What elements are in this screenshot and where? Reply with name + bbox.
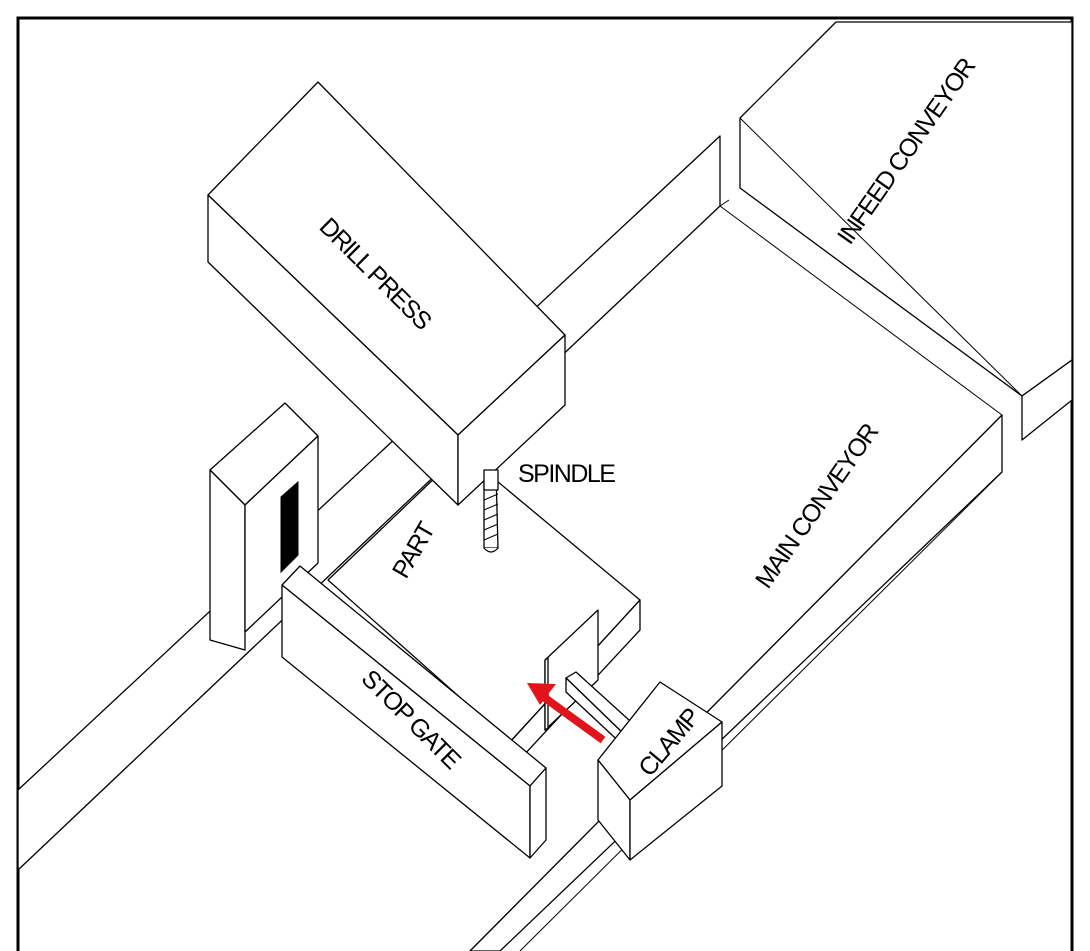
arrow-up-left-icon bbox=[527, 683, 606, 744]
drill-press bbox=[207, 81, 566, 506]
spindle bbox=[483, 469, 499, 553]
sensor-window bbox=[280, 480, 299, 574]
infeed-conveyor bbox=[739, 21, 1073, 441]
clamp-assembly bbox=[544, 609, 723, 861]
stop-gate-tower bbox=[209, 402, 319, 651]
spindle-label: SPINDLE bbox=[518, 460, 615, 488]
stop-gate bbox=[281, 565, 547, 859]
